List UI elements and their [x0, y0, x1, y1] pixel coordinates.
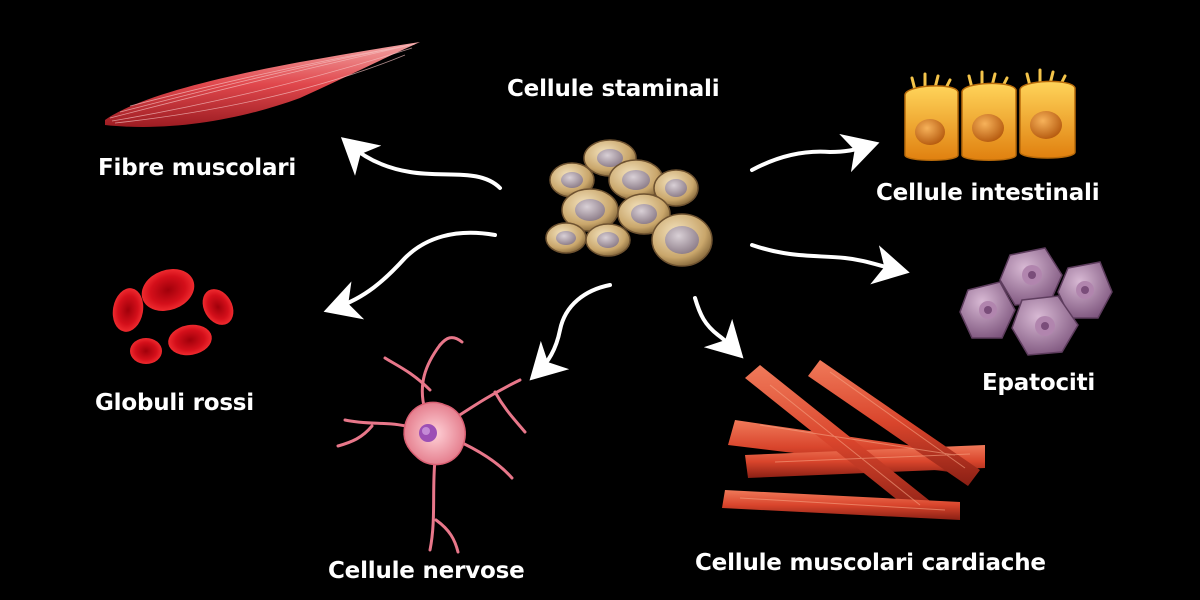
cardiac-muscle-illustration: [722, 360, 985, 520]
intestinal-cells-label: Cellule intestinali: [876, 180, 1100, 206]
muscle-fibers-label: Fibre muscolari: [98, 155, 297, 181]
nerve-cell-illustration: [336, 336, 527, 554]
intestinal-cells-illustration: [904, 68, 1076, 161]
stem-cells-illustration: [545, 139, 713, 267]
arrow-to-nerve-cells: [529, 283, 612, 381]
red-blood-cells-label: Globuli rossi: [95, 390, 254, 416]
muscle-fiber-illustration: [105, 42, 420, 127]
red-blood-cells-illustration: [112, 269, 234, 364]
nerve-cells-label: Cellule nervose: [328, 558, 525, 584]
hepatocytes-illustration: [959, 247, 1113, 356]
stem-cells-label: Cellule staminali: [507, 76, 720, 102]
arrow-to-cardiac-muscle: [693, 296, 744, 359]
arrow-to-intestinal-cells: [750, 133, 880, 173]
arrow-to-hepatocytes: [750, 243, 910, 285]
cardiac-muscle-cells-label: Cellule muscolari cardiache: [695, 550, 1046, 576]
arrow-to-red-blood-cells: [323, 230, 497, 320]
arrow-to-muscle-fibers: [340, 137, 502, 190]
hepatocytes-label: Epatociti: [982, 370, 1096, 396]
